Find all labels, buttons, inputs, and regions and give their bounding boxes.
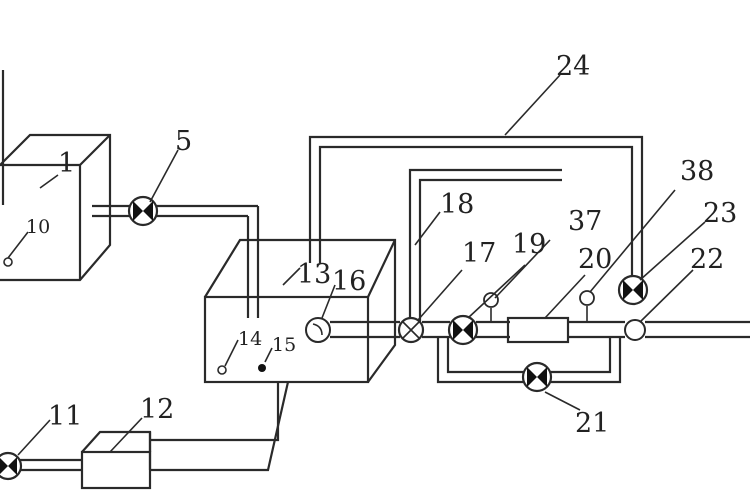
label-14: 14: [238, 328, 262, 350]
label-38: 38: [680, 156, 714, 187]
label-5: 5: [175, 126, 192, 157]
sensor-14: [217, 365, 227, 375]
label-22: 22: [690, 244, 724, 275]
label-15: 15: [272, 334, 296, 356]
filter-20: [506, 316, 570, 344]
label-11: 11: [48, 401, 82, 432]
label-13: 13: [297, 259, 331, 290]
pipe-tank1-to-tank13: [92, 204, 260, 318]
pipe-valve11-to-pump12: [20, 458, 82, 472]
pump-16: [305, 317, 331, 343]
pipe-tank13-to-pump12: [150, 381, 290, 472]
gauge-38: [579, 290, 595, 322]
label-19: 19: [512, 229, 546, 260]
pump-12: [80, 430, 152, 490]
loop-18: [408, 168, 562, 322]
leader-lines: [7, 74, 706, 456]
label-10: 10: [26, 216, 50, 238]
main-outlet-pipe: [330, 320, 750, 339]
bypass-loop-21: [436, 337, 622, 384]
label-1: 1: [58, 148, 75, 179]
valve-21: [521, 361, 553, 393]
label-17: 17: [462, 238, 496, 269]
label-21: 21: [575, 408, 609, 439]
label-18: 18: [440, 189, 474, 220]
valve-23: [617, 274, 649, 306]
sensor-15: [258, 364, 266, 372]
valve-11: [0, 451, 23, 481]
tank-1: [0, 70, 112, 282]
valve-17: [397, 316, 425, 344]
gauge-37: [483, 292, 499, 322]
tank-13: [203, 238, 397, 384]
label-37: 37: [568, 206, 602, 237]
label-20: 20: [578, 244, 612, 275]
label-16: 16: [332, 266, 366, 297]
valve-19: [447, 314, 479, 346]
sensor-10: [3, 257, 13, 267]
valve-5: [127, 195, 159, 227]
loop-24: [308, 135, 644, 290]
label-23: 23: [703, 198, 737, 229]
label-12: 12: [140, 394, 174, 425]
label-24: 24: [556, 51, 590, 82]
sensor-22: [624, 319, 646, 341]
